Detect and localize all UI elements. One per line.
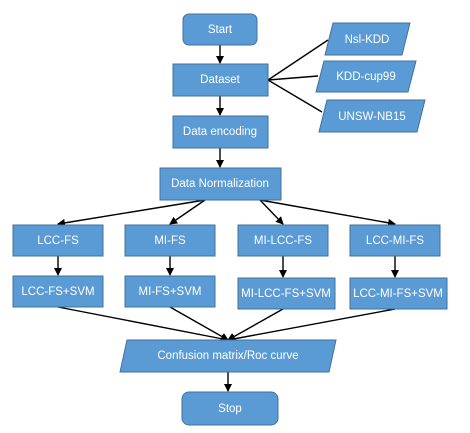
edge-dataset-nslkdd — [267, 39, 329, 81]
evaluation-node: Confusion matrix/Roc curve — [119, 339, 337, 373]
svm-node-milccfs: MI-LCC-FS+SVM — [237, 277, 336, 310]
dataset-node: Dataset — [172, 63, 269, 97]
encoding-label: Data encoding — [183, 126, 257, 138]
svm-node-lccmifs: LCC-MI-FS+SVM — [349, 277, 448, 310]
dataset-source-unswnb15-label: UNSW-NB15 — [338, 111, 406, 123]
dataset-label: Dataset — [200, 74, 240, 86]
edge-mifssvm-eval — [169, 306, 229, 341]
svm-label-mifs: MI-FS+SVM — [139, 286, 202, 298]
edge-milccfssvm-eval — [227, 308, 284, 341]
evaluation-label: Confusion matrix/Roc curve — [157, 350, 298, 362]
fs-label-lccfs: LCC-FS — [37, 235, 79, 247]
fs-label-milccfs: MI-LCC-FS — [254, 235, 312, 247]
fs-label-mifs: MI-FS — [154, 235, 186, 247]
svm-node-lccfs: LCC-FS+SVM — [12, 275, 104, 308]
dataset-source-nslkdd: Nsl-KDD — [324, 22, 411, 56]
start-label: Start — [208, 24, 233, 36]
edge-dataset-kddcup99 — [267, 75, 319, 81]
edge-normalization-lccmifs — [259, 199, 396, 227]
edge-dataset-unswnb15 — [267, 79, 323, 113]
fs-label-lccmifs: LCC-MI-FS — [366, 235, 424, 247]
encoding-node: Data encoding — [172, 115, 269, 149]
normalization-label: Data Normalization — [171, 178, 269, 190]
edges — [54, 39, 399, 392]
start-node: Start — [182, 13, 258, 46]
fs-node-milccfs: MI-LCC-FS — [237, 224, 329, 257]
fs-node-mifs: MI-FS — [124, 224, 216, 257]
svm-label-milccfs: MI-LCC-FS+SVM — [241, 288, 331, 300]
edge-lccmifssvm-eval — [227, 308, 396, 343]
stop-node: Stop — [181, 391, 279, 426]
edge-normalization-milccfs — [259, 199, 284, 225]
svm-node-mifs: MI-FS+SVM — [124, 275, 216, 308]
edge-normalization-mifs — [169, 199, 206, 225]
fs-node-lccmifs: LCC-MI-FS — [349, 224, 441, 257]
svm-label-lccfs: LCC-FS+SVM — [21, 286, 94, 298]
dataset-source-kddcup99: KDD-cup99 — [315, 60, 417, 93]
edge-lccfssvm-eval — [57, 306, 229, 343]
dataset-source-unswnb15: UNSW-NB15 — [318, 99, 426, 133]
svm-label-lccmifs: LCC-MI-FS+SVM — [353, 288, 443, 300]
dataset-source-nslkdd-label: Nsl-KDD — [345, 34, 390, 46]
edge-normalization-lccfs — [57, 199, 206, 227]
fs-node-lccfs: LCC-FS — [12, 224, 104, 257]
normalization-node: Data Normalization — [159, 167, 282, 201]
stop-label: Stop — [218, 403, 242, 415]
dataset-source-kddcup99-label: KDD-cup99 — [336, 71, 395, 83]
